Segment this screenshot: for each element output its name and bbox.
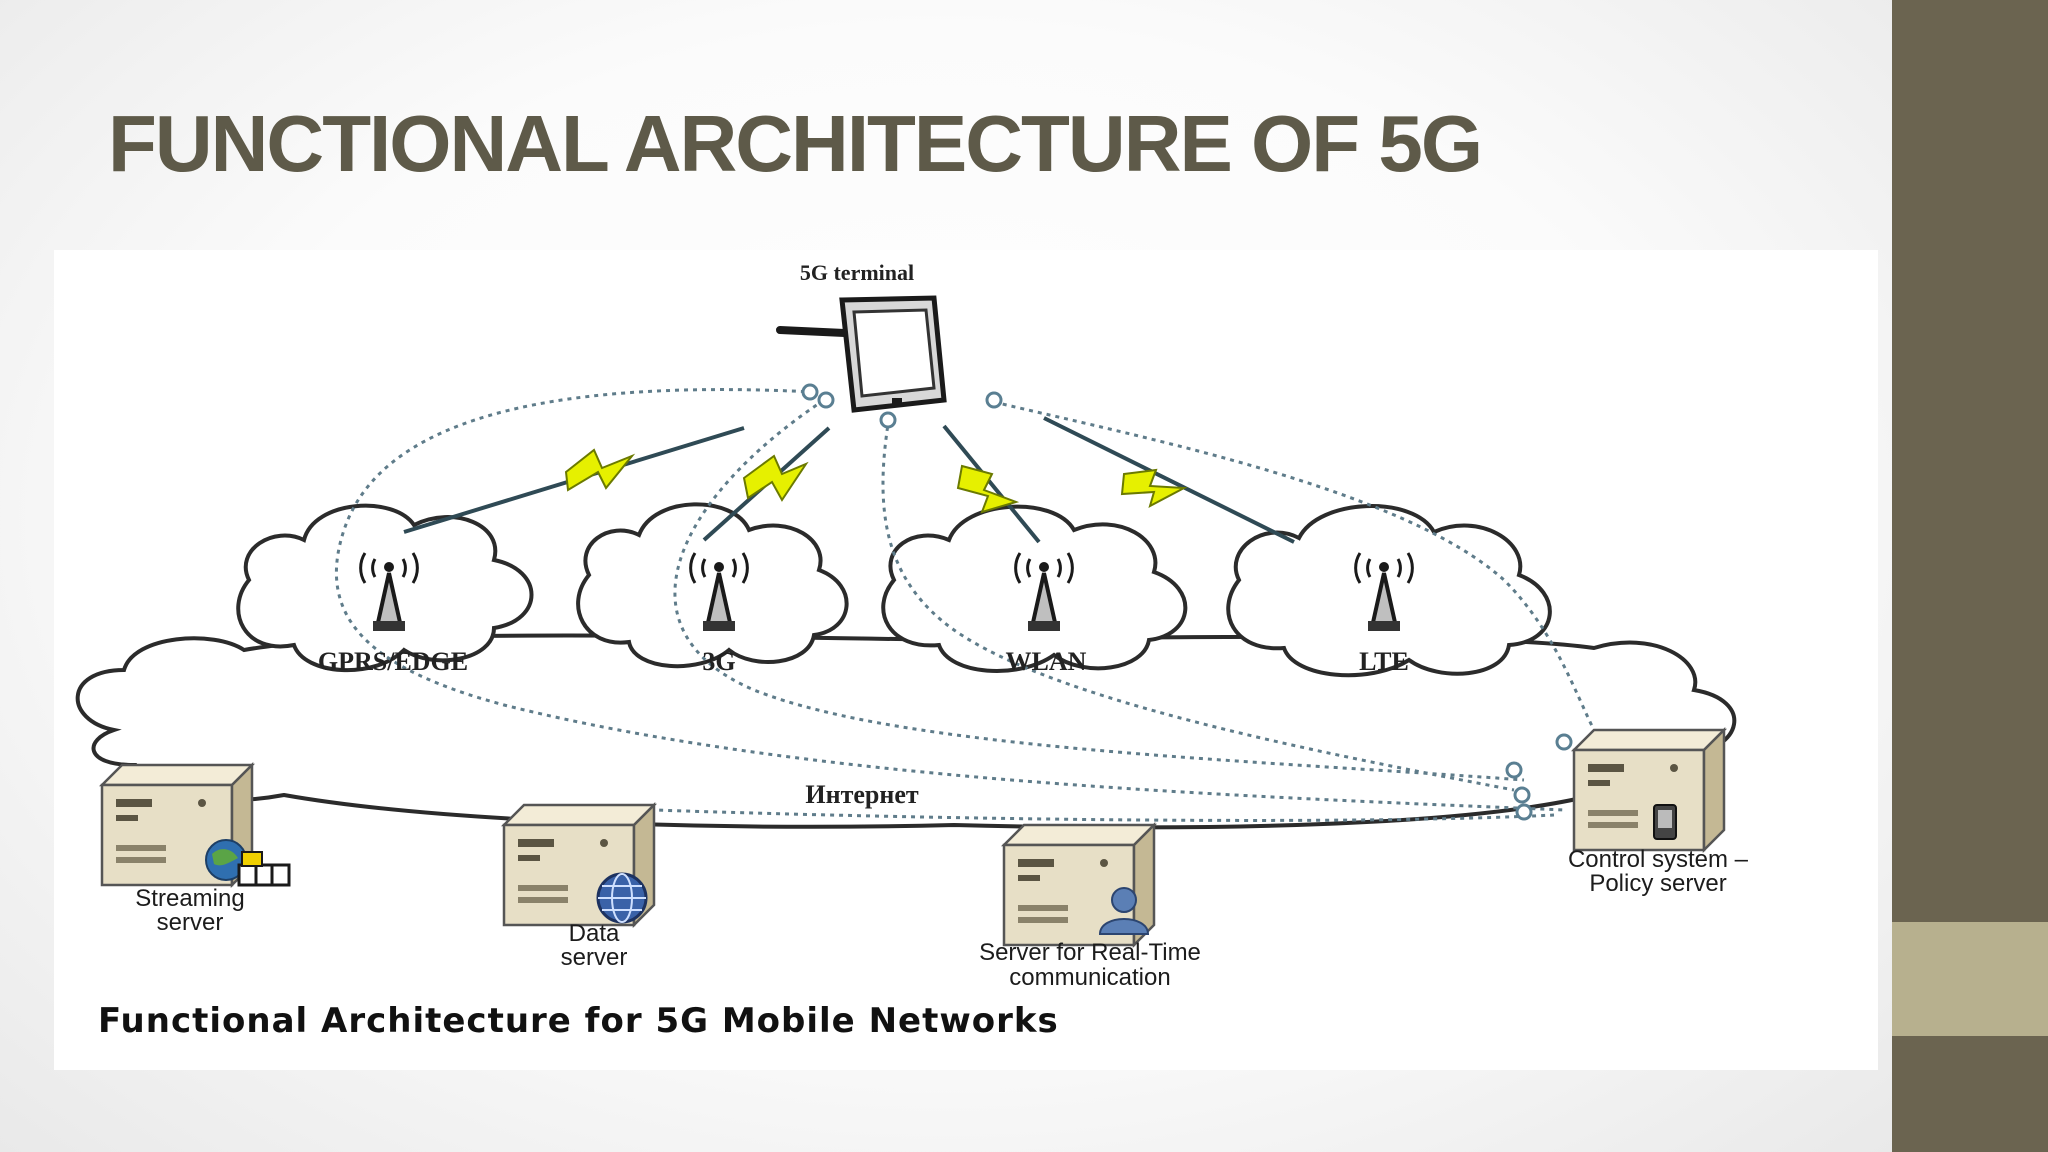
control-server-label-line2: Policy server <box>1589 870 1726 897</box>
lightning-bolt-icon <box>1120 468 1188 508</box>
data-server-label-line1: Data <box>569 920 620 947</box>
lightning-bolt-icon <box>956 464 1020 514</box>
server-port <box>1555 733 1573 751</box>
network-label-lte: LTE <box>1359 647 1409 676</box>
figure-caption: Functional Architecture for 5G Mobile Ne… <box>98 1001 1059 1041</box>
slide-title: FUNCTIONAL ARCHITECTURE OF 5G <box>108 99 1483 188</box>
lightning-bolt-icon <box>742 454 809 502</box>
realtime-server-label-line1: Server for Real-Time <box>979 939 1201 966</box>
network-label-3g: 3G <box>702 647 735 676</box>
network-label-wlan: WLAN <box>1006 647 1087 676</box>
mobile-terminal-icon <box>776 295 947 413</box>
server-port <box>1515 803 1533 821</box>
phone-badge-icon <box>1653 804 1677 840</box>
cloud-wlan <box>881 504 1188 673</box>
streaming-server-label-line1: Streaming <box>135 885 244 912</box>
realtime-server <box>1002 823 1156 947</box>
network-label-gprs-edge: GPRS/EDGE <box>318 647 468 676</box>
globe-icon <box>596 872 648 924</box>
architecture-diagram: 5G terminal GPRS/EDGE 3G WLAN LTE Интерн… <box>54 250 1878 1070</box>
terminal-port <box>801 383 819 401</box>
server-port <box>1505 761 1523 779</box>
data-server <box>502 803 656 927</box>
globe-icon <box>205 839 247 881</box>
server-icon <box>1572 728 1726 852</box>
streaming-server <box>100 763 291 887</box>
lightning-bolt-icon <box>564 448 636 492</box>
film-strip-icon <box>237 851 291 887</box>
decorative-side-accent <box>1892 922 2048 1036</box>
terminal-port <box>817 391 835 409</box>
cloud-3g <box>576 502 849 669</box>
terminal-port <box>879 411 897 429</box>
user-icon <box>1098 887 1150 935</box>
terminal-port <box>985 391 1003 409</box>
control-policy-server <box>1572 728 1726 852</box>
terminal-label: 5G terminal <box>800 260 914 285</box>
control-server-label-line1: Control system – <box>1568 846 1749 873</box>
data-server-label-line2: server <box>561 944 628 971</box>
streaming-server-label-line2: server <box>157 909 224 936</box>
realtime-server-label-line2: communication <box>1009 964 1170 991</box>
diagram-canvas: 5G terminal GPRS/EDGE 3G WLAN LTE Интерн… <box>75 260 1749 1041</box>
internet-label: Интернет <box>805 780 918 809</box>
server-port <box>1513 786 1531 804</box>
